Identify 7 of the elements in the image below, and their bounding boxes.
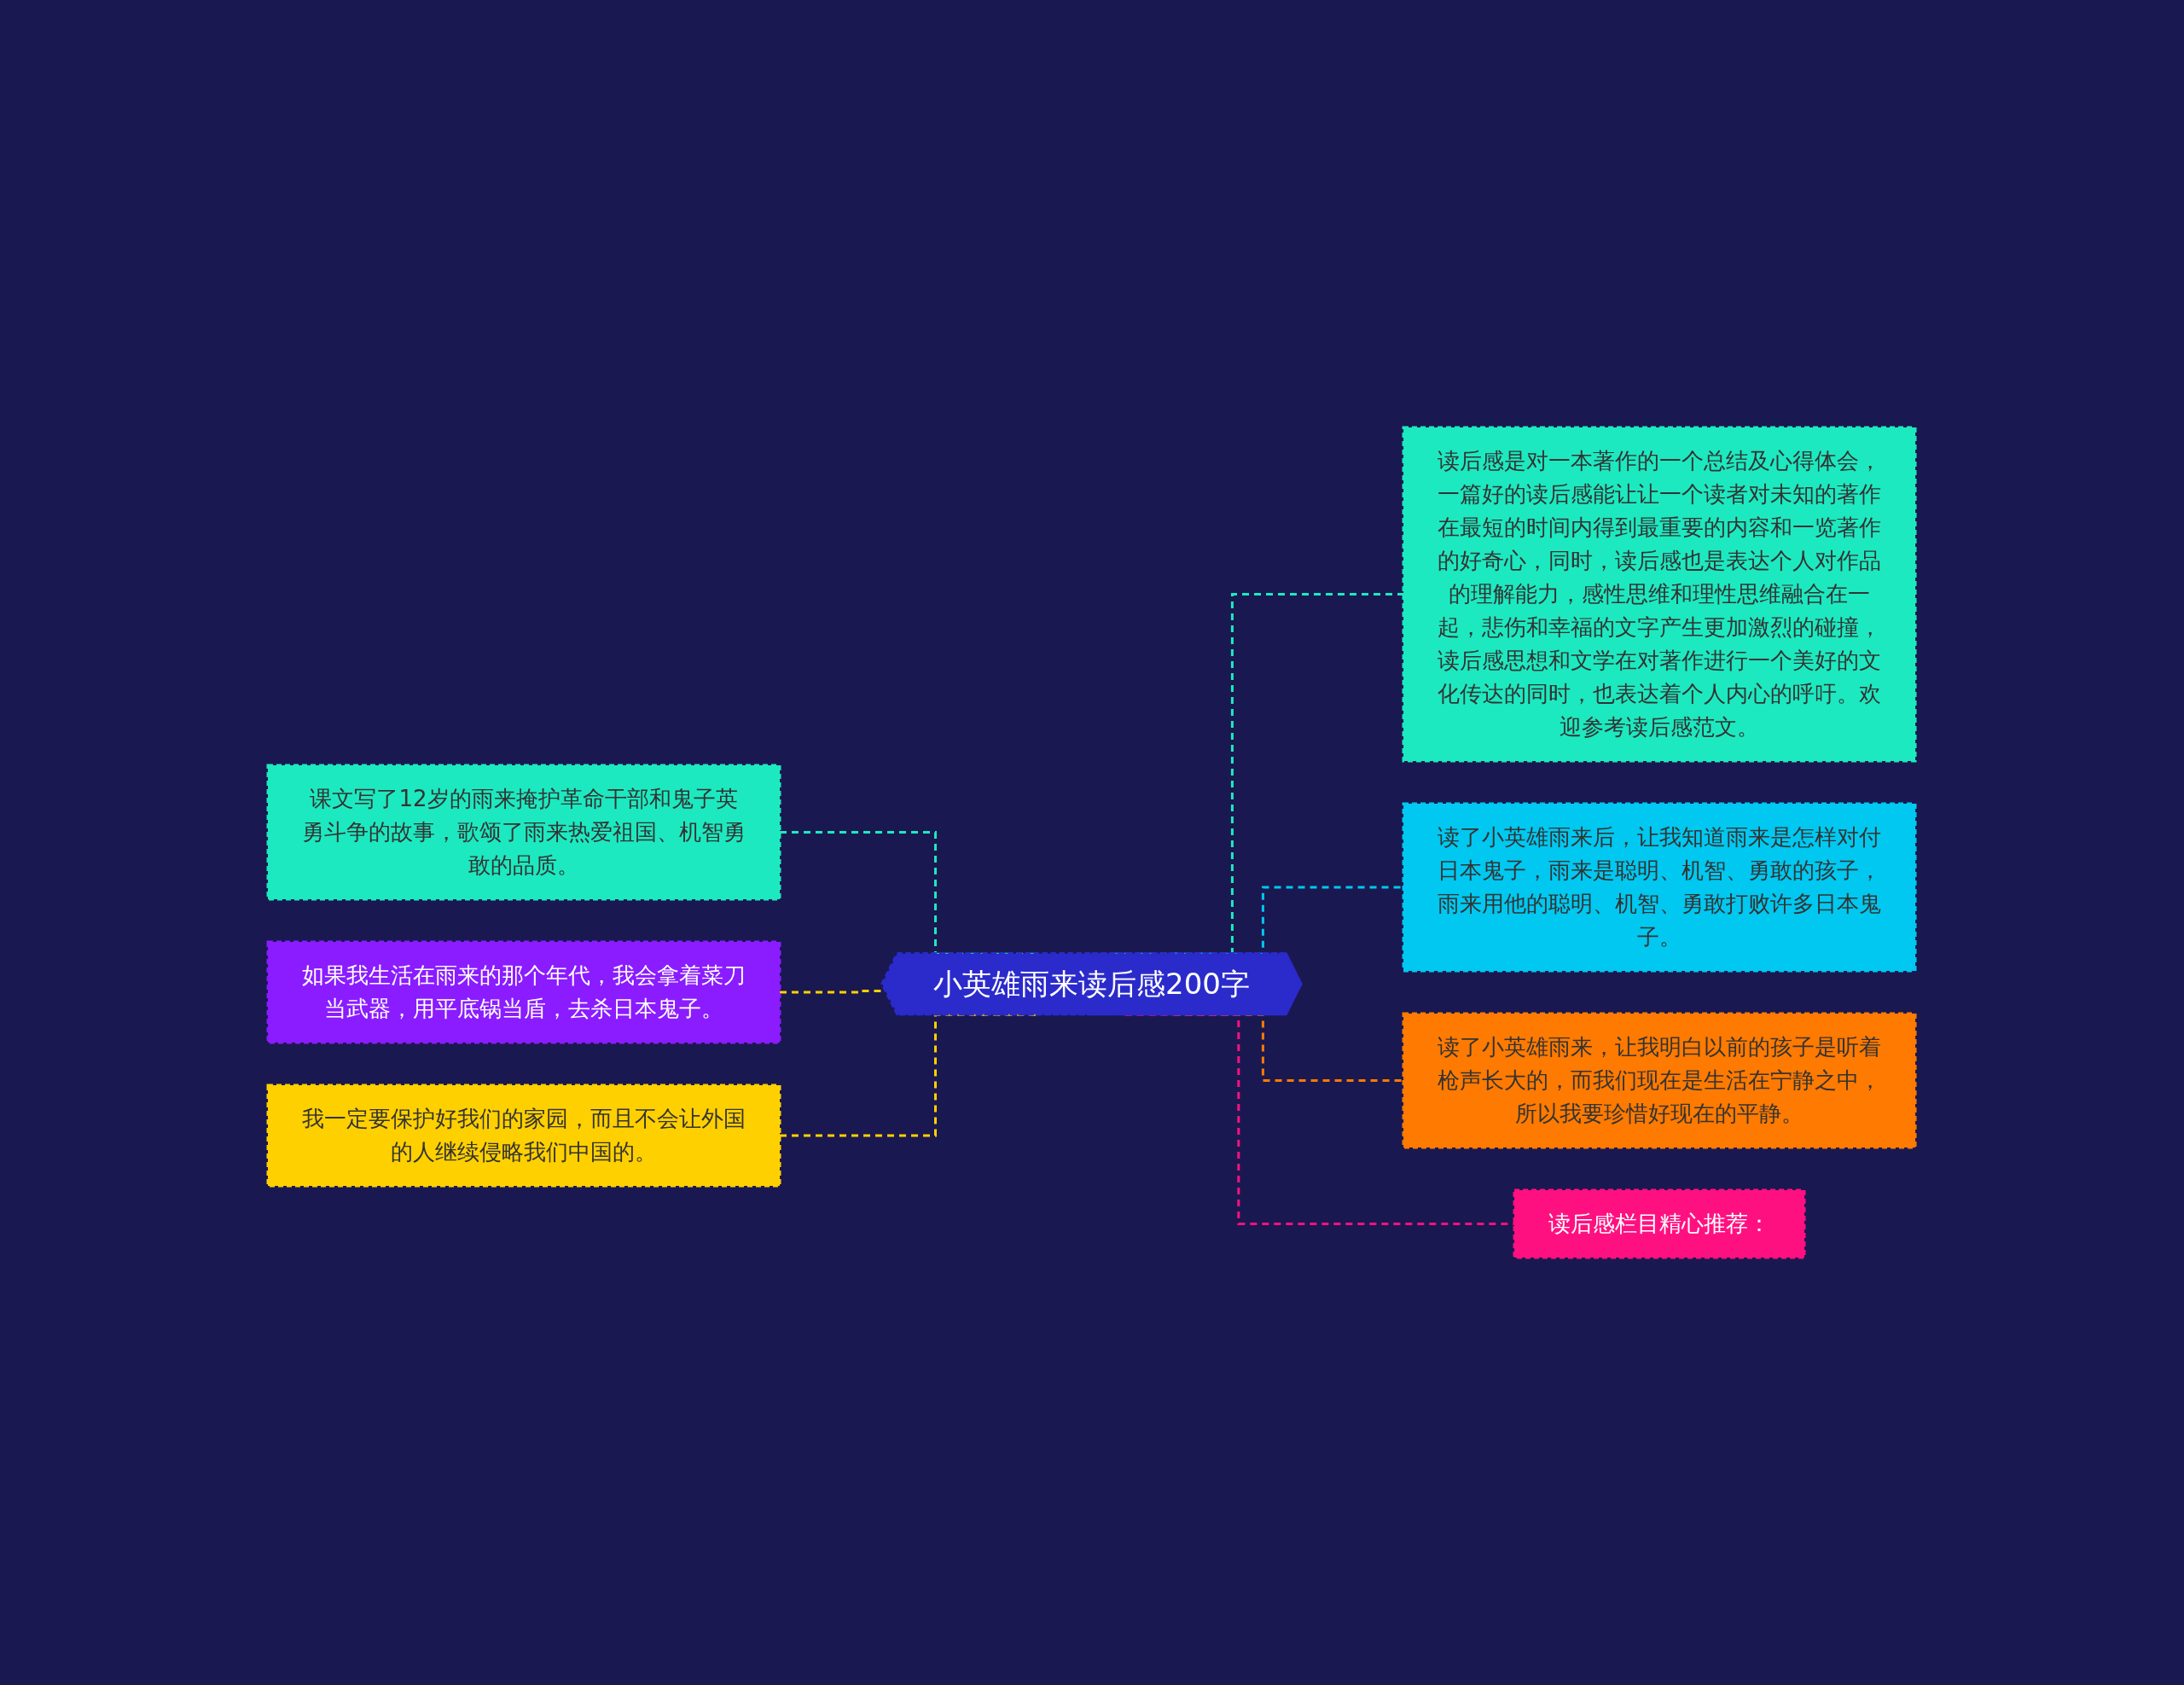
node-box: 读后感栏目精心推荐： [1513,1188,1806,1259]
node-box: 读了小英雄雨来，让我明白以前的孩子是听着枪声长大的，而我们现在是生活在宁静之中，所以我要珍惜好现在的平静。 [1403,1012,1917,1149]
node-box: 我一定要保护好我们的家园，而且不会让外国的人继续侵略我们中国的。 [267,1084,781,1188]
node-box: 读了小英雄雨来后，让我知道雨来是怎样对付日本鬼子，雨来是聪明、机智、勇敢的孩子，雨来用他的聪明、机智、勇敢打败许多日本鬼子。 [1403,802,1917,973]
node-box: 读后感是对一本著作的一个总结及心得体会，一篇好的读后感能让让一个读者对未知的著作在最短的时间内得到最重要的内容和一览著作的好奇心，同时，读后感也是表达个人对作品的理解能力，感性思维和理性思维融合在一起，悲伤和幸福的文字产生更加激烈的碰撞，读后感思想和文学在对著作进行一个美好的文化传达的同时，也表达着个人内心的呼吁。欢迎参考读后感范文。 [1403,426,1917,763]
node-box: 课文写了12岁的雨来掩护革命干部和鬼子英勇斗争的故事，歌颂了雨来热爱祖国、机智勇敢的品质。 [267,764,781,901]
node-box: 如果我生活在雨来的那个年代，我会拿着菜刀当武器，用平底锅当盾，去杀日本鬼子。 [267,940,781,1044]
